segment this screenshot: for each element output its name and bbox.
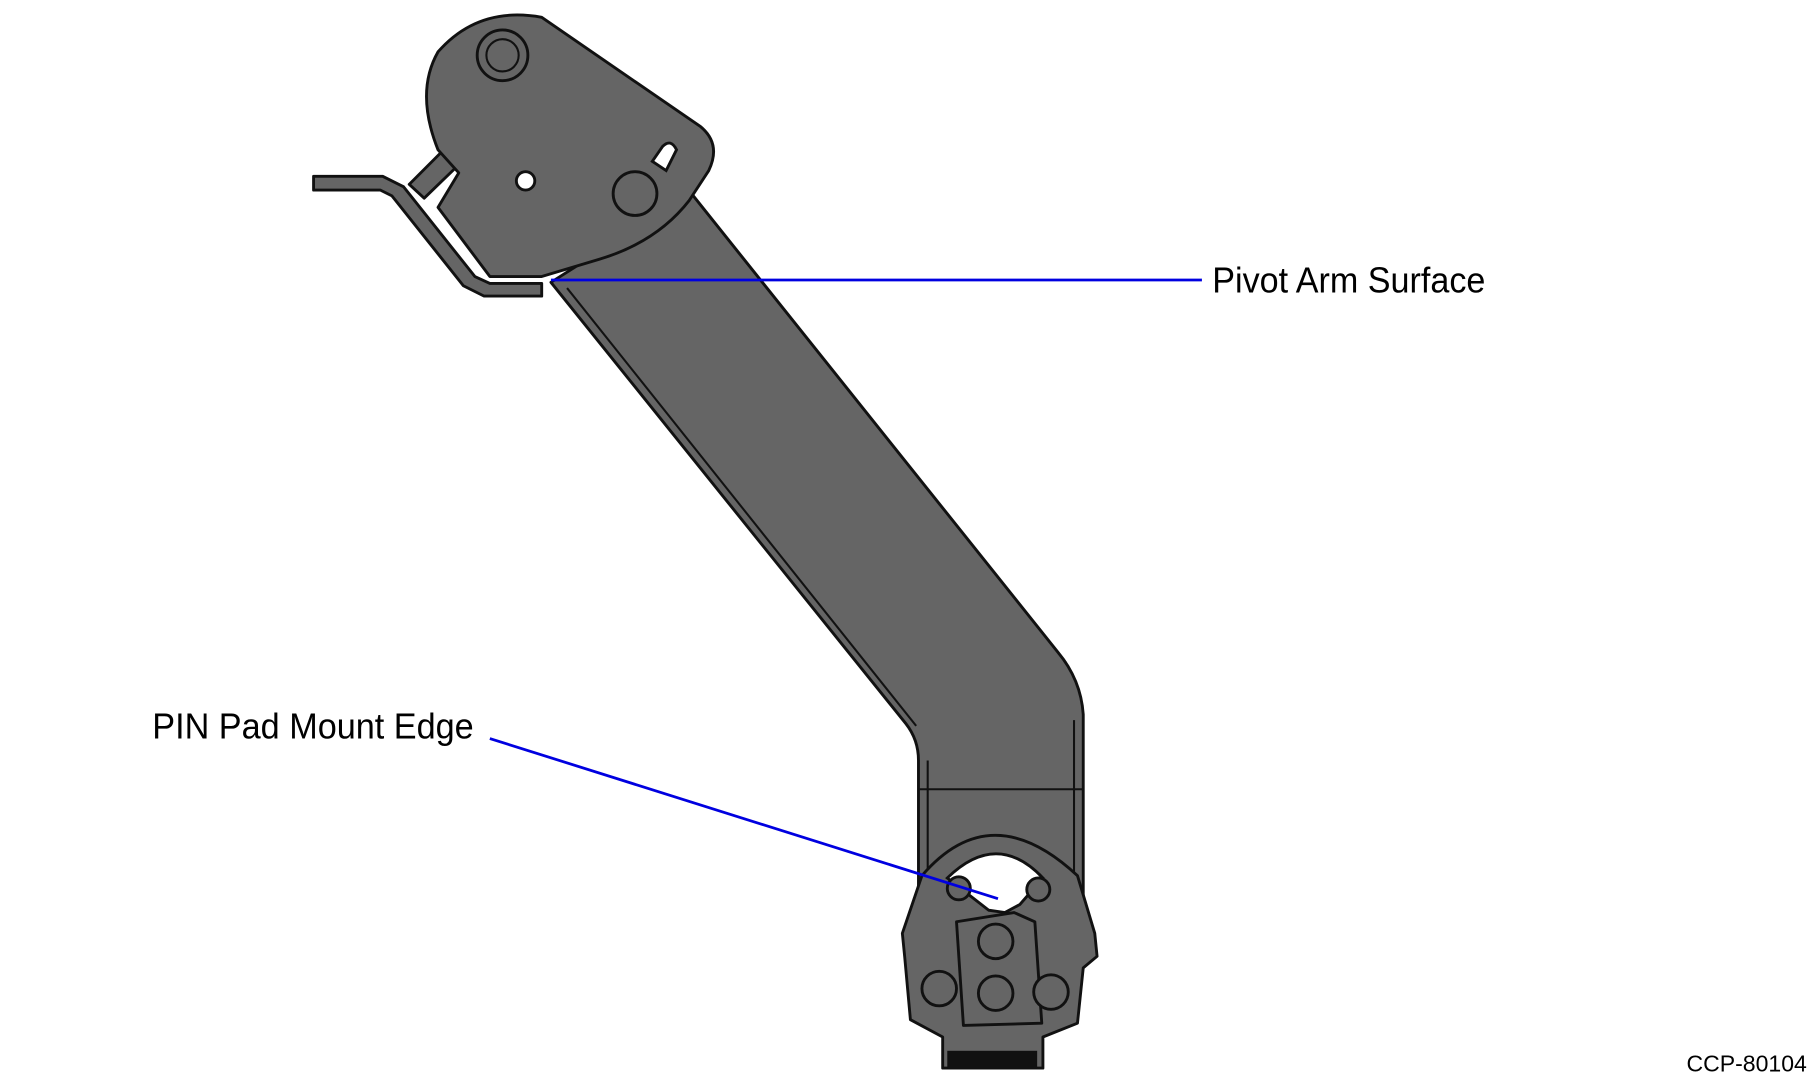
pin-pad-mount-edge-label: PIN Pad Mount Edge [152,707,473,747]
figure-id: CCP-80104 [1686,1051,1807,1075]
mounting-bracket [312,148,544,298]
pivot-head [425,13,716,278]
pin-pad-mount [900,834,1099,1070]
pin-pad-mount-edge-leader [489,737,999,901]
pivot-arm [549,192,1085,912]
pivot-arm-surface-label: Pivot Arm Surface [1212,261,1485,301]
